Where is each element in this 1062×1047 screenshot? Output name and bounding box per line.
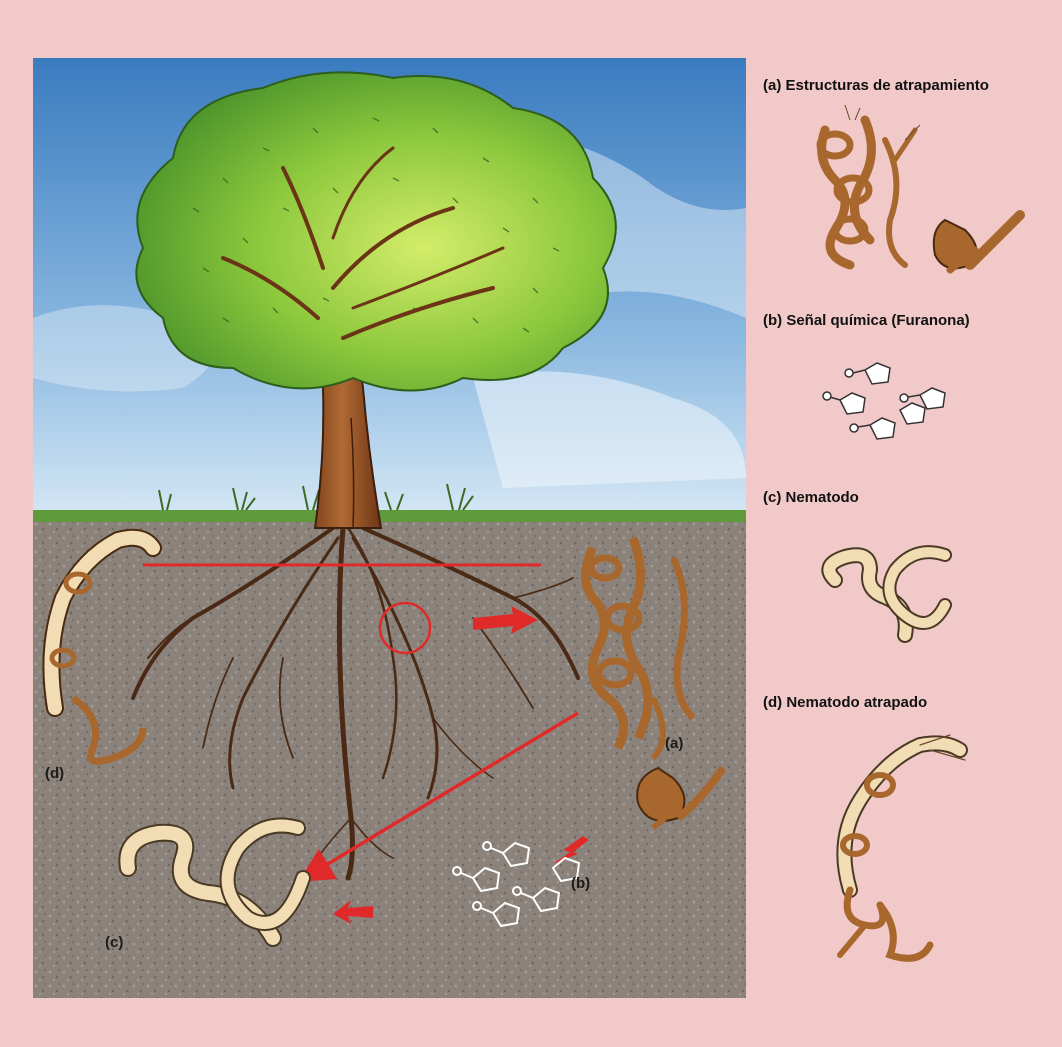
- trapped-nematode-icon: [820, 730, 975, 975]
- grass-strip: [33, 510, 746, 524]
- legend-heading-d: (d) Nematodo atrapado: [763, 694, 927, 711]
- scene-label-a: (a): [665, 735, 683, 752]
- scene-label-d: (d): [45, 765, 64, 782]
- legend-heading-c: (c) Nematodo: [763, 489, 859, 506]
- scene-label-b: (b): [571, 875, 590, 892]
- soil-ecosystem-illustration: (a) (b) (c) (d): [33, 58, 746, 998]
- scene-label-c: (c): [105, 934, 123, 951]
- nematode-icon: [810, 535, 960, 650]
- legend-heading-b: (b) Señal química (Furanona): [763, 312, 970, 329]
- tree-canopy: [136, 72, 616, 390]
- furanone-molecules-icon: [820, 355, 970, 455]
- trapping-structures-icon: [795, 100, 1035, 290]
- legend-heading-a: (a) Estructuras de atrapamiento: [763, 77, 989, 94]
